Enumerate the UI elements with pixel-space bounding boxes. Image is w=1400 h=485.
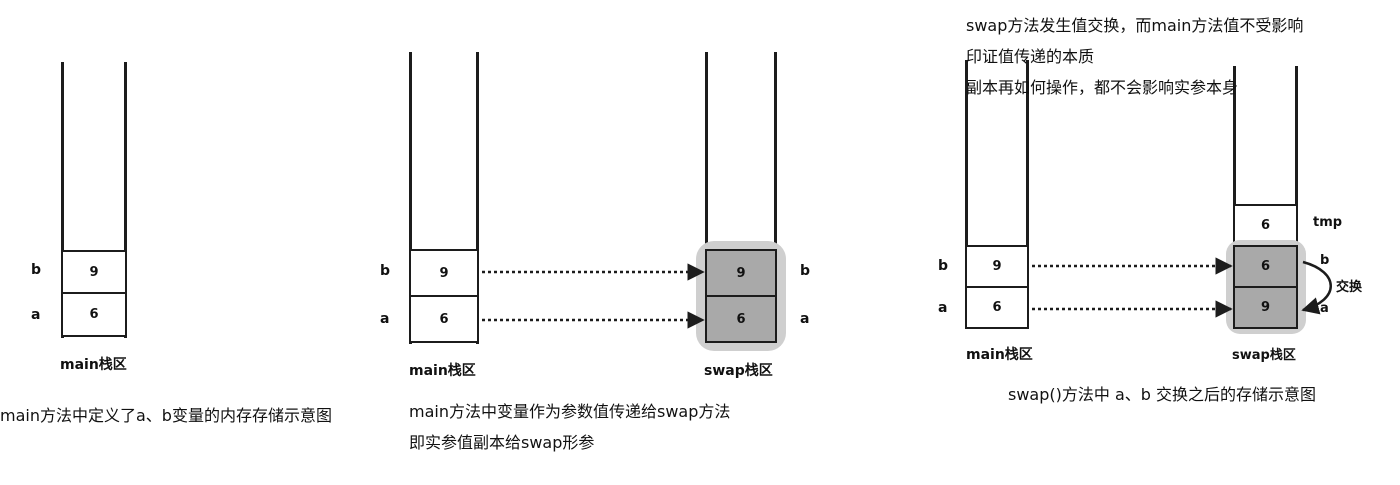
- main-stack-left-wall: [61, 62, 64, 338]
- panel3-caption: swap()方法中 a、b 交换之后的存储示意图: [1008, 385, 1317, 404]
- p2-main-stack-label: main栈区: [409, 363, 476, 379]
- main-stack-right-wall: [124, 62, 127, 338]
- p3-main-cell-a: 6: [965, 286, 1029, 329]
- note-line-1: swap方法发生值交换，而main方法值不受影响: [966, 16, 1304, 35]
- panel3-notes: swap方法发生值交换，而main方法值不受影响 印证值传递的本质 副本再如何操…: [966, 10, 1303, 103]
- p2-swap-cell-b: 9: [705, 249, 777, 297]
- p2-swap-right-wall: [774, 52, 777, 252]
- p2-main-cell-a: 6: [409, 295, 479, 343]
- p3-main-right-wall: [1026, 60, 1029, 328]
- p3-arc-label-b: b: [1320, 253, 1330, 268]
- main-cell-a: 6: [61, 292, 127, 337]
- p3-swap-right-wall: [1295, 66, 1298, 206]
- panel1-caption: main方法中定义了a、b变量的内存存储示意图: [0, 406, 332, 425]
- panel2-caption-line-2: 即实参值副本给swap形参: [409, 433, 595, 452]
- p2-swap-label-a: a: [800, 311, 810, 327]
- p3-main-label-a: a: [938, 300, 948, 316]
- note-line-3: 副本再如何操作，都不会影响实参本身: [966, 78, 1239, 97]
- p3-main-stack-label: main栈区: [966, 347, 1033, 363]
- p3-tmp-label: tmp: [1313, 215, 1343, 230]
- p3-exchange-arc: [1301, 260, 1332, 315]
- main-stack-label: main栈区: [60, 357, 127, 373]
- p3-main-left-wall: [965, 60, 968, 328]
- p3-swap-stack-label: swap栈区: [1232, 348, 1296, 363]
- p2-main-right-wall: [476, 52, 479, 344]
- p2-main-left-wall: [409, 52, 412, 344]
- note-line-2: 印证值传递的本质: [966, 47, 1095, 66]
- p2-swap-stack-label: swap栈区: [704, 363, 773, 379]
- var-label-b: b: [31, 262, 42, 278]
- var-label-a: a: [31, 307, 41, 323]
- p3-arc-label-a: a: [1320, 301, 1329, 316]
- p2-main-label-a: a: [380, 311, 390, 327]
- p2-swap-cell-a: 6: [705, 295, 777, 343]
- p3-swap-left-wall: [1233, 66, 1236, 206]
- p3-exchange-label: 交换: [1336, 280, 1363, 295]
- panel2-caption-line-1: main方法中变量作为参数值传递给swap方法: [409, 402, 731, 421]
- p2-main-label-b: b: [380, 263, 391, 279]
- p3-main-label-b: b: [938, 258, 949, 274]
- p3-swap-cell-a: 9: [1233, 286, 1298, 329]
- p2-swap-left-wall: [705, 52, 708, 252]
- panel2-caption: main方法中变量作为参数值传递给swap方法 即实参值副本给swap形参: [409, 396, 730, 458]
- p2-main-cell-b: 9: [409, 249, 479, 297]
- p2-swap-label-b: b: [800, 263, 811, 279]
